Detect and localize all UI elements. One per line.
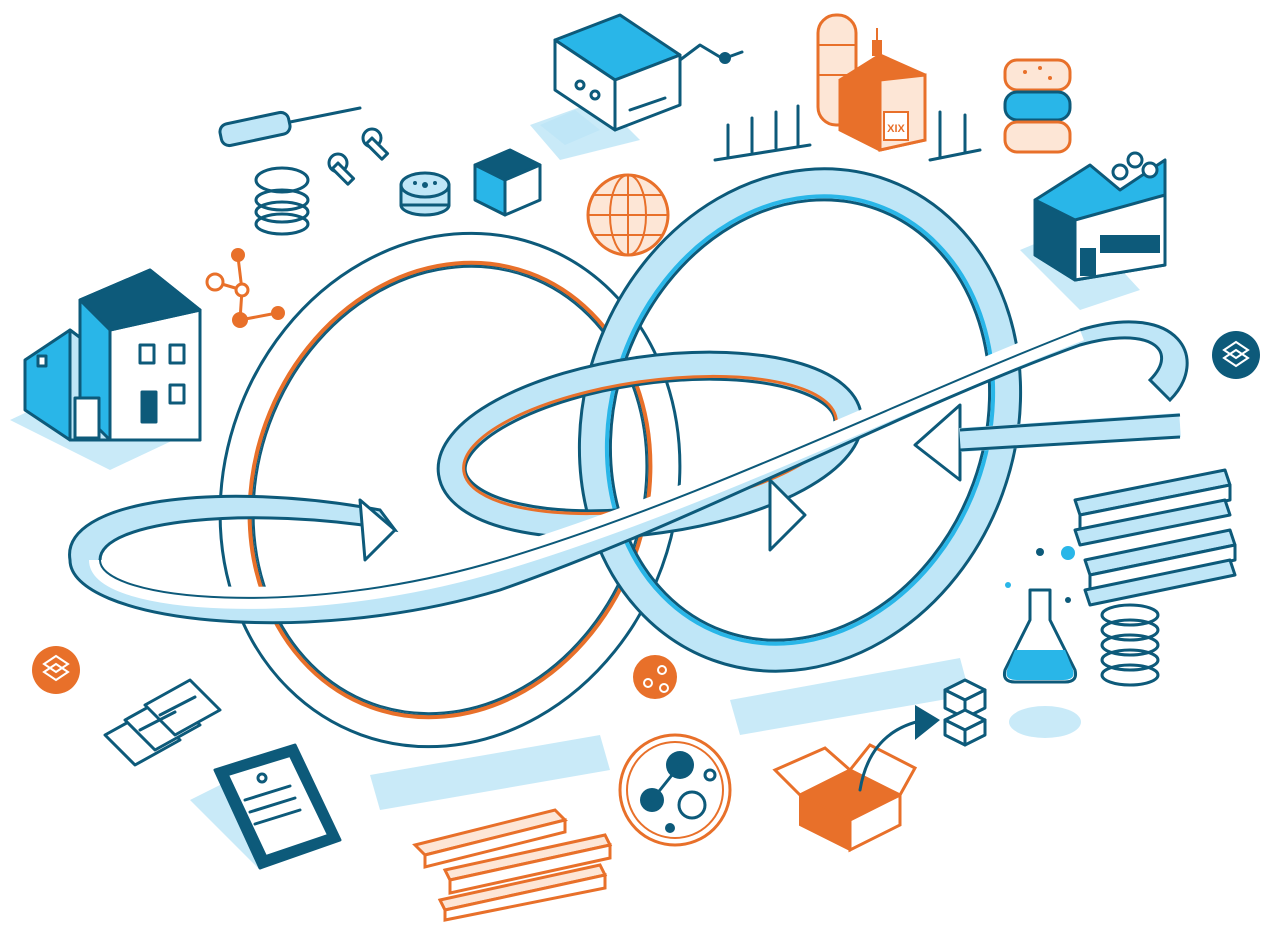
tablet-icon xyxy=(213,743,342,870)
globe-icon xyxy=(586,173,670,257)
flask-icon xyxy=(1003,546,1077,684)
crops-icon xyxy=(713,104,982,162)
layers-badge-icon-right xyxy=(1212,331,1260,379)
coil-spring-icon xyxy=(1100,603,1160,687)
documents-icon xyxy=(103,678,222,767)
lumber-planks-icon xyxy=(412,808,613,922)
screwdriver-icon xyxy=(218,106,362,148)
flow-arrow-middle xyxy=(768,478,807,552)
share-badge-icon xyxy=(633,655,677,699)
molecule-icon xyxy=(205,248,285,328)
button-cap-icon xyxy=(399,171,451,217)
open-box-icon xyxy=(772,705,940,853)
barn-sign: XIX xyxy=(887,123,905,135)
layers-badge-icon-left xyxy=(32,646,80,694)
sponge-stack-icon xyxy=(1003,58,1072,154)
bolts-icon xyxy=(327,127,390,186)
spring-rings-icon xyxy=(254,166,310,236)
lego-block-icon xyxy=(473,148,542,217)
stacked-cubes-icon xyxy=(943,678,987,747)
ground-shadows xyxy=(10,100,1140,870)
flow-arrow-left xyxy=(358,498,397,562)
factory-icon xyxy=(1033,151,1167,282)
molecule-circle-icon xyxy=(618,733,732,847)
barn-icon: XIX xyxy=(816,13,927,152)
flow-arrow-right xyxy=(913,403,962,482)
houses-icon xyxy=(23,268,202,442)
power-supply-icon xyxy=(553,13,744,132)
infinity-loop xyxy=(68,167,1189,749)
steel-beams-icon xyxy=(1073,468,1237,607)
